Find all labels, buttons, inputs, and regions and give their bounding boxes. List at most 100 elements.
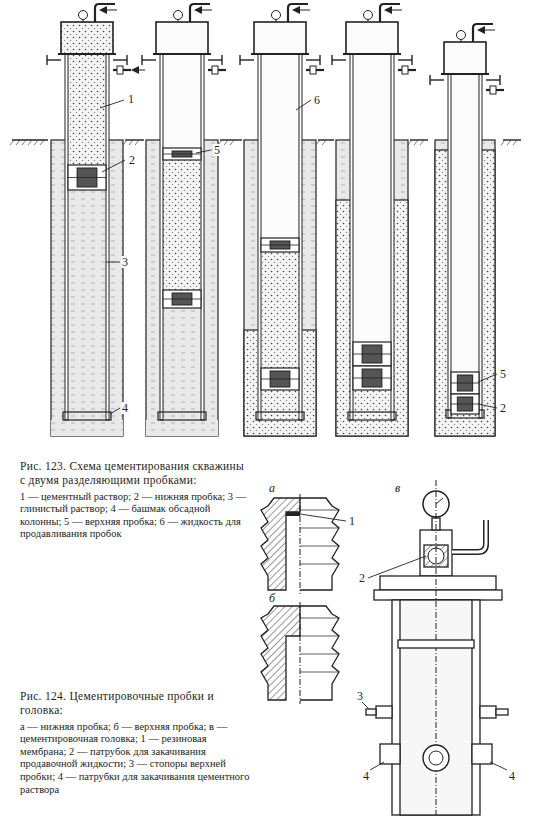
stopper-handle <box>113 59 127 60</box>
casing-fill <box>261 252 299 368</box>
borehole <box>51 140 123 436</box>
caption-title: Рис. 124. Цементировочные пробки и голов… <box>20 690 252 718</box>
callout-number: 5 <box>213 144 221 156</box>
casing-fill <box>163 40 201 148</box>
ground-hatch <box>224 140 228 145</box>
flow-arrow <box>196 10 212 11</box>
leader-line <box>370 762 384 770</box>
pressure-gauge <box>364 11 373 20</box>
pressure-gauge <box>79 11 88 20</box>
stopper-handle <box>126 55 127 65</box>
head-flange <box>251 53 309 55</box>
plug <box>451 394 479 414</box>
casing-fill <box>68 40 106 165</box>
cementing-head <box>346 22 398 54</box>
bottom-mud <box>146 420 218 436</box>
ground-line <box>12 139 48 140</box>
stopper-handle <box>47 59 61 60</box>
leader-line <box>300 514 346 521</box>
rubber-membrane <box>286 512 300 516</box>
figure-letter: а <box>268 482 276 494</box>
plug-rib <box>300 618 338 619</box>
leader-line <box>368 556 426 578</box>
casing-shoe <box>63 412 111 420</box>
cementing-head <box>156 22 208 54</box>
gauge-stem <box>368 19 369 22</box>
casing-fill <box>261 40 299 238</box>
plug <box>353 342 391 366</box>
cement-nipple <box>380 744 400 764</box>
well <box>47 4 145 436</box>
ground-hatch <box>135 140 139 145</box>
callout-number: 1 <box>348 515 356 527</box>
stopper-handle <box>499 75 500 85</box>
stopper-handle <box>240 59 254 60</box>
cementing-head <box>444 42 486 74</box>
flange <box>374 590 502 600</box>
bottom-mud <box>51 420 123 436</box>
leader-line <box>102 160 125 172</box>
ground-hatch <box>408 140 412 145</box>
head-flange <box>153 53 211 55</box>
flow-arrow <box>294 10 310 11</box>
ground-hatch <box>507 140 511 145</box>
ground-hatch <box>230 140 234 145</box>
plug-view <box>300 498 339 590</box>
stopper-handle <box>429 75 430 85</box>
head-flange <box>441 73 489 75</box>
pressure-gauge <box>272 11 281 20</box>
ground-hatch <box>414 140 418 145</box>
casing-wall <box>160 40 163 420</box>
plug <box>353 366 391 390</box>
caption-legend: а — нижняя пробка; б — верхняя пробка; в… <box>20 721 252 797</box>
callout-number: 2 <box>499 402 507 414</box>
leader-line <box>100 100 124 108</box>
plug <box>68 165 106 190</box>
plug-section <box>261 606 300 700</box>
leader-line <box>478 404 497 408</box>
plug-rib <box>300 546 338 547</box>
casing-wall <box>479 60 482 418</box>
ground-hatch <box>28 140 32 145</box>
plug-view <box>300 606 339 700</box>
casing-fill <box>353 390 391 420</box>
feed-pipe <box>288 4 308 22</box>
plug <box>163 148 201 160</box>
casing-fill <box>451 414 479 418</box>
leader-line <box>362 702 369 709</box>
ground-hatch <box>40 140 44 145</box>
head-flange <box>58 53 116 55</box>
callout-number: 5 <box>499 368 507 380</box>
feed-pipe <box>473 24 493 42</box>
ground-hatch <box>10 140 14 145</box>
plug-rib <box>300 510 338 511</box>
borehole <box>146 140 218 436</box>
cementing-plug <box>261 494 339 594</box>
gauge-stem <box>461 39 462 42</box>
casing-fill <box>451 58 479 372</box>
ground-hatch <box>322 140 326 145</box>
casing-wall <box>201 40 204 420</box>
ground-hatch <box>22 140 26 145</box>
ground-hatch <box>129 140 133 145</box>
pressure-gauge <box>174 11 183 20</box>
leader-line <box>110 408 120 414</box>
flow-arrow <box>479 30 495 31</box>
plug-rib <box>300 528 338 529</box>
ground-hatch <box>513 140 517 145</box>
cement-nipple <box>472 744 492 764</box>
gauge-stem <box>178 19 179 22</box>
side-valve <box>310 66 316 74</box>
casing-wall <box>299 40 302 420</box>
stopper-handle <box>331 55 332 65</box>
feed-pipe <box>190 4 210 22</box>
ground-hatch <box>420 140 424 145</box>
stopper-handle <box>141 55 142 65</box>
casing-fill <box>68 190 106 420</box>
well <box>142 4 226 436</box>
side-valve <box>117 66 123 74</box>
casing-wall <box>258 40 261 420</box>
ground-hatch <box>16 140 20 145</box>
figure-letter: в <box>394 482 401 494</box>
plug-rib <box>300 636 338 637</box>
